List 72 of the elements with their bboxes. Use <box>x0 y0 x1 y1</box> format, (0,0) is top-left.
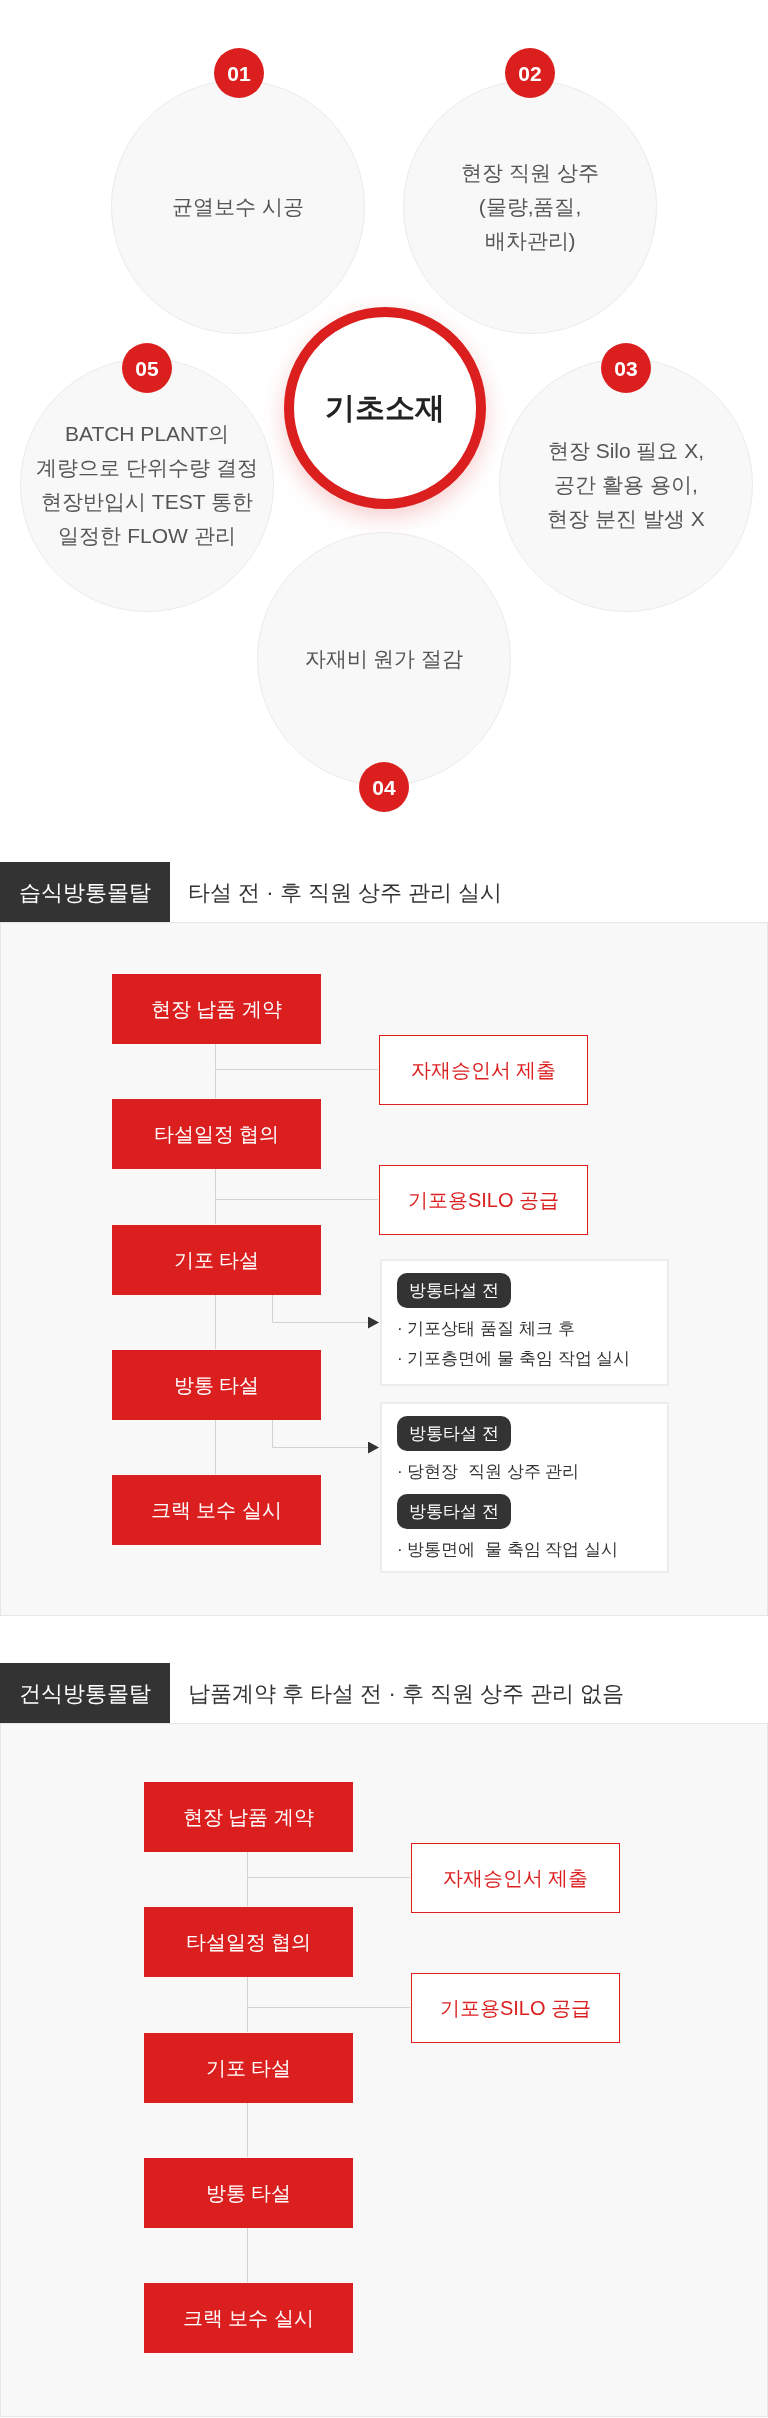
connector-line <box>215 1069 216 1099</box>
outlined-box <box>411 1843 620 1913</box>
circle-text: BATCH PLANT의 계량으로 단위수량 결정 현장반입시 TEST 통한 일정한 FLOW 관리 <box>35 421 259 549</box>
connector-line <box>215 1293 216 1350</box>
connector-line <box>215 1167 216 1200</box>
circle-text: 현장 Silo 필요 X, 공간 활용 용이, 현장 분진 발생 X <box>546 438 706 532</box>
outlined-label: 기포용SILO 공급 <box>439 1996 592 2021</box>
outlined-box <box>379 1035 588 1105</box>
circle-text: 자재비 원가 절감 <box>304 646 464 672</box>
outlined-label: 자재승인서 제출 <box>410 1058 557 1083</box>
connector-line <box>215 1199 379 1200</box>
arrow <box>272 1418 380 1454</box>
process-box <box>144 2158 353 2228</box>
process-box <box>144 2033 353 2103</box>
process-label: 현장 납품 계약 <box>182 1805 315 1830</box>
process-label: 크랙 보수 실시 <box>150 1498 283 1523</box>
bullet-text: · 기포상태 품질 체크 후 <box>397 1318 575 1340</box>
bullet-text: · 방통면에 물 축임 작업 실시 <box>397 1539 618 1561</box>
number-badge: 03 <box>601 343 651 393</box>
connector-line <box>215 1069 379 1070</box>
circle-text: 균열보수 시공 <box>172 194 304 220</box>
section-subtitle: 타설 전 · 후 직원 상주 관리 실시 <box>188 878 503 907</box>
connector-line <box>215 1199 216 1225</box>
section-tab: 습식방통몰탈 <box>0 862 170 922</box>
number-badge: 04 <box>359 762 409 812</box>
process-box <box>112 1475 321 1545</box>
connector-line <box>215 1042 216 1070</box>
connector-line <box>247 1850 248 1878</box>
stage-tag: 방통타설 전 <box>397 1494 511 1529</box>
outlined-label: 자재승인서 제출 <box>442 1866 589 1891</box>
connector-line <box>247 2226 248 2283</box>
process-box <box>112 974 321 1044</box>
process-box <box>112 1350 321 1420</box>
number-badge: 01 <box>214 48 264 98</box>
process-box <box>112 1099 321 1169</box>
flow-panel <box>0 1723 768 2417</box>
connector-line <box>247 2007 248 2033</box>
process-box <box>112 1225 321 1295</box>
process-label: 타설일정 협의 <box>185 1930 312 1955</box>
process-label: 방통 타설 <box>173 1373 260 1398</box>
process-box <box>144 1907 353 1977</box>
connector-line <box>247 1877 411 1878</box>
outlined-box <box>411 1973 620 2043</box>
process-label: 현장 납품 계약 <box>150 997 283 1022</box>
connector-line <box>247 2007 411 2008</box>
flow-panel <box>0 922 768 1616</box>
process-label: 기포 타설 <box>173 1248 260 1273</box>
info-card <box>380 1402 669 1573</box>
section-tab: 건식방통몰탈 <box>0 1663 170 1723</box>
process-label: 타설일정 협의 <box>153 1122 280 1147</box>
connector-line <box>247 1877 248 1907</box>
section-subtitle: 납품계약 후 타설 전 · 후 직원 상주 관리 없음 <box>188 1679 625 1708</box>
process-label: 기포 타설 <box>205 2056 292 2081</box>
outlined-box <box>379 1165 588 1235</box>
arrow <box>272 1293 380 1329</box>
stage-tag: 방통타설 전 <box>397 1416 511 1451</box>
number-badge: 02 <box>505 48 555 98</box>
connector-line <box>247 1975 248 2008</box>
info-card <box>380 1259 669 1386</box>
process-label: 크랙 보수 실시 <box>182 2306 315 2331</box>
bullet-text: · 당현장 직원 상주 관리 <box>397 1461 580 1483</box>
outlined-label: 기포용SILO 공급 <box>407 1188 560 1213</box>
number-badge: 05 <box>122 343 172 393</box>
center-title: 기초소재 <box>325 390 445 426</box>
connector-line <box>215 1418 216 1475</box>
connector-line <box>247 2101 248 2158</box>
process-box <box>144 2283 353 2353</box>
process-box <box>144 1782 353 1852</box>
bullet-text: · 기포층면에 물 축임 작업 실시 <box>397 1348 631 1370</box>
stage-tag: 방통타설 전 <box>397 1273 511 1308</box>
process-label: 방통 타설 <box>205 2181 292 2206</box>
circle-text: 현장 직원 상주 (물량,품질, 배차관리) <box>460 160 600 254</box>
